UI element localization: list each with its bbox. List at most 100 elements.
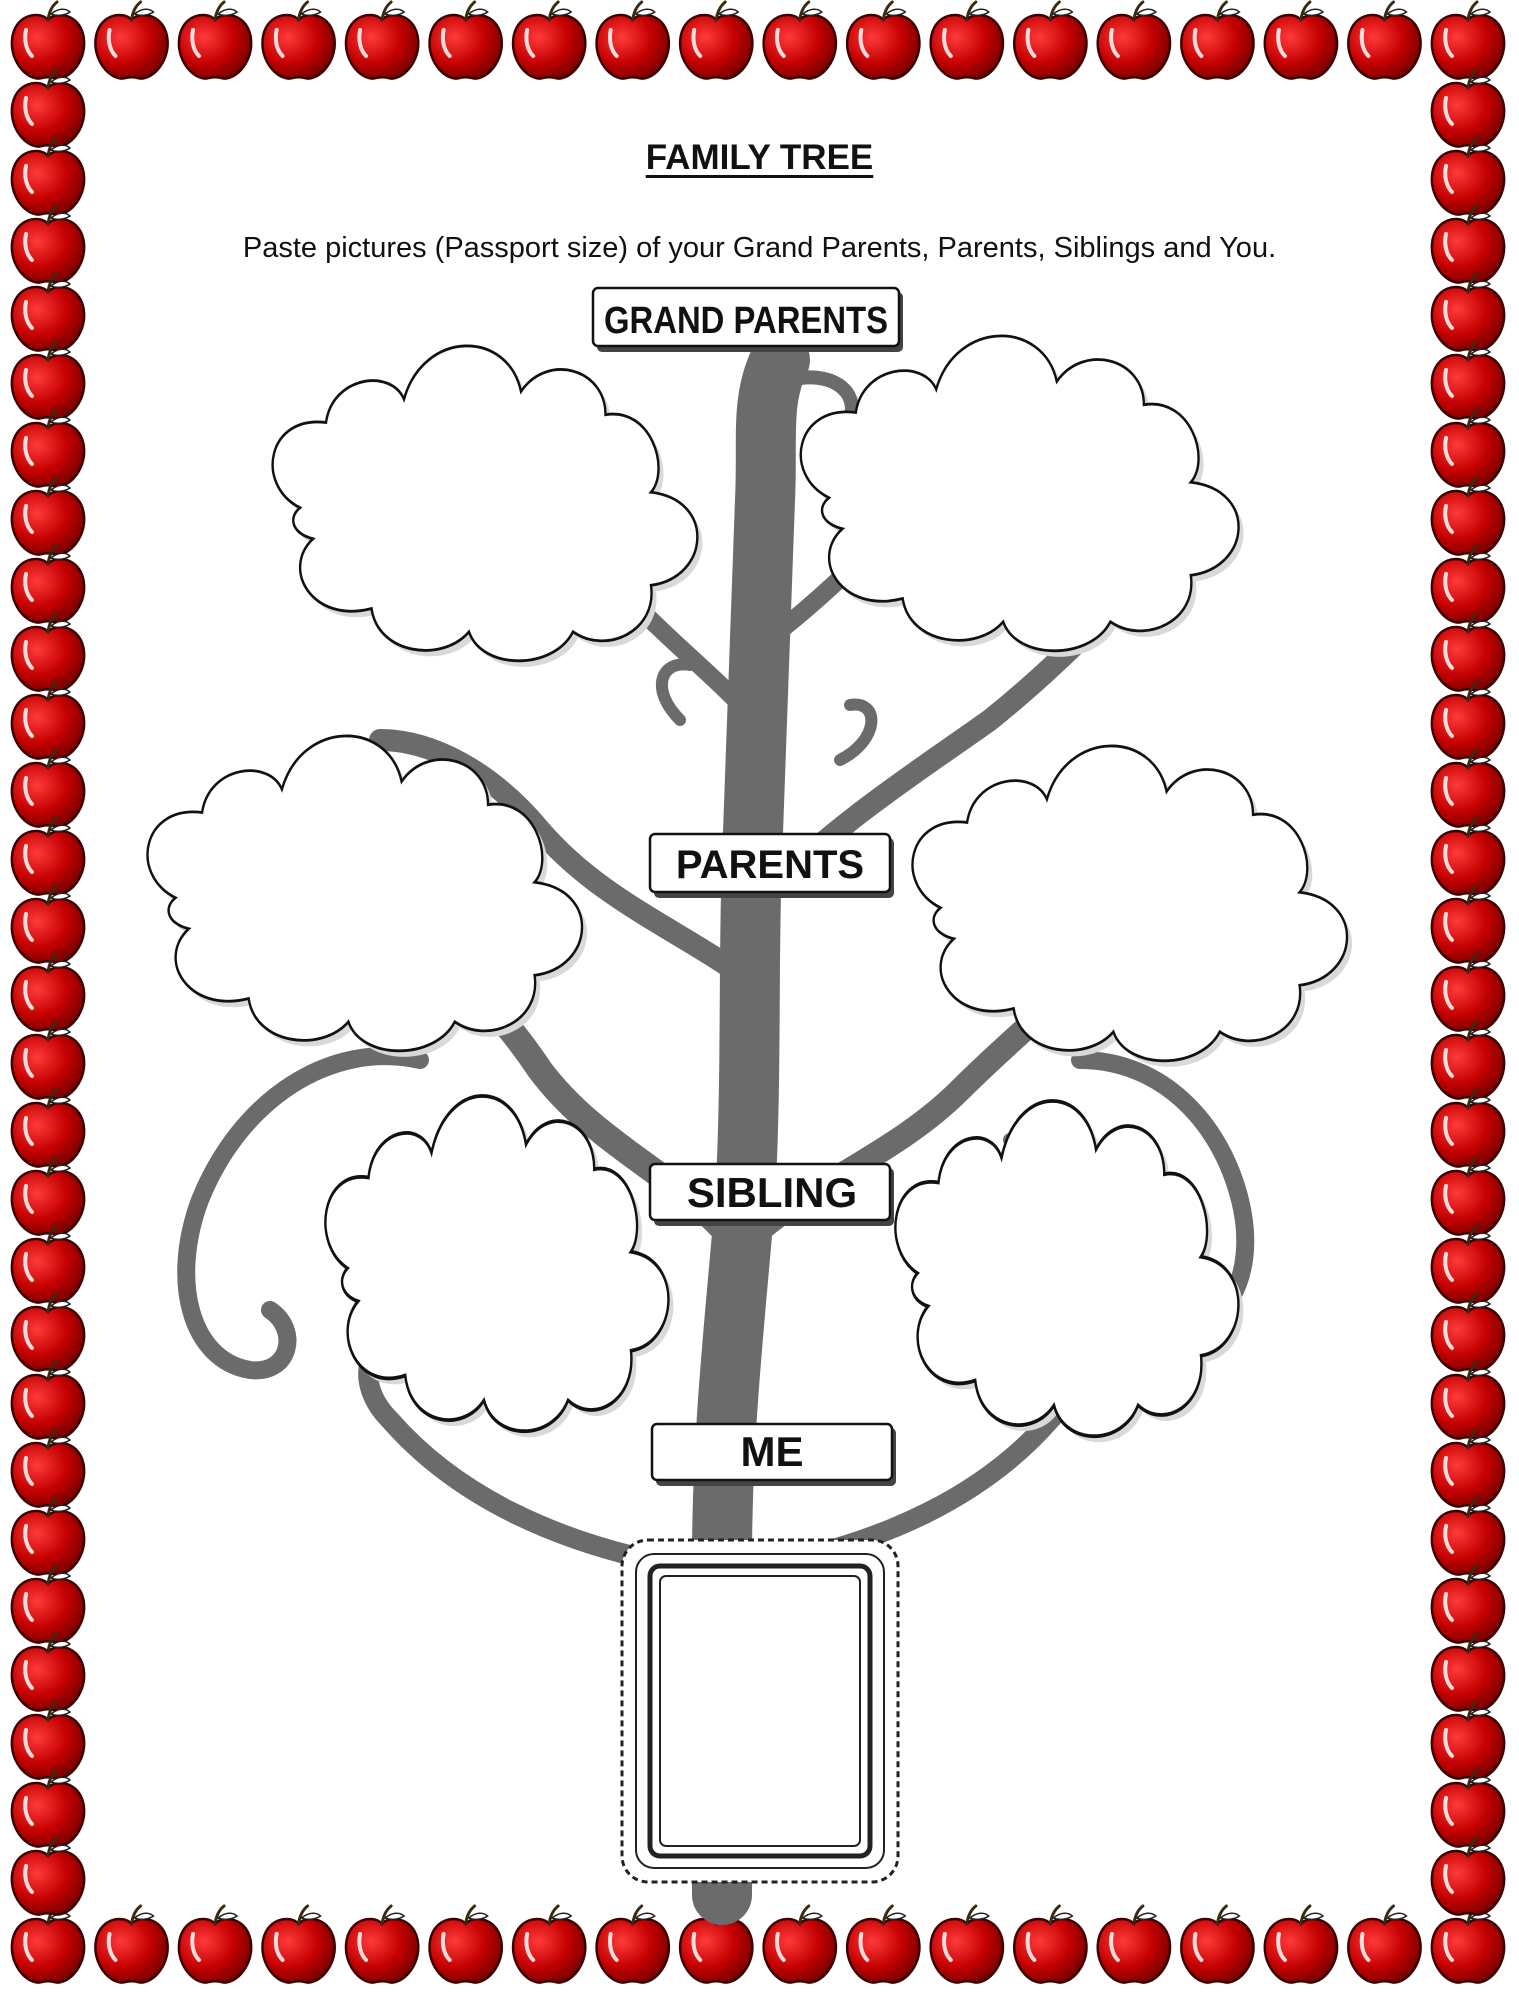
apple-icon: [12, 1498, 84, 1575]
apple-icon: [1098, 2, 1170, 79]
apple-icon: [12, 1906, 84, 1983]
label-parents: PARENTS: [650, 834, 894, 898]
page-title: FAMILY TREE: [0, 138, 1519, 178]
sibling-cloud-right[interactable]: [895, 1101, 1238, 1436]
apple-icon: [1432, 70, 1504, 147]
apple-icon: [1432, 954, 1504, 1031]
apple-icon: [1265, 1906, 1337, 1983]
apple-icon: [12, 1090, 84, 1167]
apple-icon: [12, 614, 84, 691]
apple-icon: [179, 1906, 251, 1983]
apple-icon: [1432, 1566, 1504, 1643]
apple-icon: [95, 1906, 167, 1983]
apple-icon: [262, 1906, 334, 1983]
apple-icon: [1348, 1906, 1420, 1983]
label-parents-text: PARENTS: [676, 843, 864, 887]
apple-icon: [1348, 2, 1420, 79]
apple-icon: [12, 342, 84, 419]
apple-icon: [1014, 2, 1086, 79]
apple-icon: [95, 2, 167, 79]
apple-icon: [597, 1906, 669, 1983]
label-me-text: ME: [741, 1428, 804, 1475]
apple-icon: [346, 2, 418, 79]
apple-icon: [12, 1430, 84, 1507]
apple-icon: [12, 1158, 84, 1235]
apple-icon: [12, 274, 84, 351]
apple-icon: [680, 2, 752, 79]
apple-icon: [764, 2, 836, 79]
apple-icon: [1432, 546, 1504, 623]
apple-icon: [1432, 818, 1504, 895]
apple-icon: [12, 410, 84, 487]
apple-icon: [12, 886, 84, 963]
apple-icon: [1432, 1294, 1504, 1371]
tree-curl: [662, 664, 690, 720]
apple-icon: [262, 2, 334, 79]
apple-icon: [12, 1362, 84, 1439]
apple-icon: [12, 1022, 84, 1099]
apple-icon: [1432, 274, 1504, 351]
apple-icon: [1265, 2, 1337, 79]
instructions: Paste pictures (Passport size) of your G…: [0, 232, 1519, 265]
tree-curl: [840, 705, 871, 760]
label-grand-parents-text: GRAND PARENTS: [604, 300, 888, 342]
apple-icon: [12, 70, 84, 147]
apple-icon: [1432, 2, 1504, 79]
apple-icon: [931, 1906, 1003, 1983]
apple-icon: [12, 1566, 84, 1643]
apple-icon: [847, 1906, 919, 1983]
apple-icon: [1432, 1906, 1504, 1983]
apple-icon: [597, 2, 669, 79]
apple-icon: [12, 1634, 84, 1711]
apple-icon: [12, 1702, 84, 1779]
apple-icon: [430, 1906, 502, 1983]
apple-icon: [1014, 1906, 1086, 1983]
apple-icon: [1432, 1838, 1504, 1915]
apple-icon: [1432, 1362, 1504, 1439]
label-sibling: SIBLING: [650, 1164, 894, 1226]
apple-icon: [931, 2, 1003, 79]
apple-icon: [847, 2, 919, 79]
apple-icon: [12, 2, 84, 79]
apple-icon: [1432, 1022, 1504, 1099]
apple-icon: [12, 818, 84, 895]
apple-icon: [1432, 1770, 1504, 1847]
scalloped-photo-frame-icon[interactable]: [622, 1540, 898, 1882]
apple-icon: [12, 1770, 84, 1847]
apple-icon: [430, 2, 502, 79]
apple-icon: [1432, 1430, 1504, 1507]
apple-icon: [12, 478, 84, 555]
apple-icon: [1432, 1090, 1504, 1167]
apple-icon: [346, 1906, 418, 1983]
apple-icon: [12, 1294, 84, 1371]
apple-icon: [12, 1838, 84, 1915]
apple-icon: [1098, 1906, 1170, 1983]
apple-icon: [1432, 614, 1504, 691]
apple-icon: [1432, 1158, 1504, 1235]
page-title-text: FAMILY TREE: [646, 138, 874, 177]
apple-icon: [1432, 886, 1504, 963]
apple-icon: [12, 750, 84, 827]
apple-icon: [1432, 1226, 1504, 1303]
apple-icon: [179, 2, 251, 79]
apple-icon: [12, 546, 84, 623]
apple-icon: [1432, 342, 1504, 419]
apple-icon: [1432, 1702, 1504, 1779]
label-sibling-text: SIBLING: [687, 1169, 857, 1216]
apple-icon: [1181, 2, 1253, 79]
apple-icon: [1432, 750, 1504, 827]
apple-icon: [513, 2, 585, 79]
apple-icon: [513, 1906, 585, 1983]
apple-icon: [1432, 1634, 1504, 1711]
apple-icon: [12, 954, 84, 1031]
apple-icon: [1432, 682, 1504, 759]
apple-icon: [764, 1906, 836, 1983]
apple-icon: [12, 1226, 84, 1303]
label-grand-parents: GRAND PARENTS: [593, 288, 903, 352]
apple-icon: [1432, 410, 1504, 487]
apple-icon: [1432, 1498, 1504, 1575]
apple-icon: [1432, 478, 1504, 555]
label-me: ME: [652, 1424, 896, 1486]
